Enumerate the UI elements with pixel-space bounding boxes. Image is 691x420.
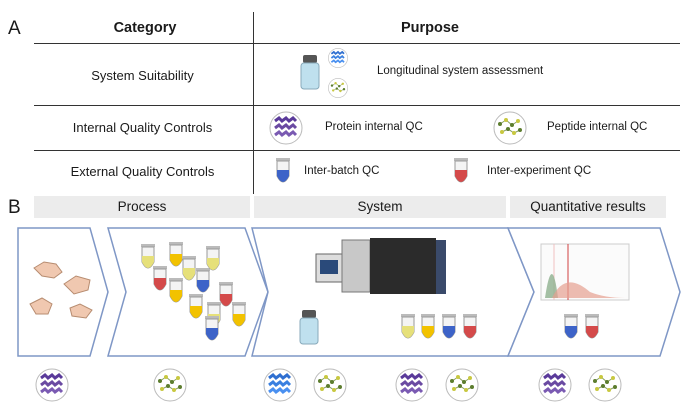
purpose-inter-batch-qc: Inter-batch QC	[304, 165, 380, 177]
purpose-peptide-internal-qc: Peptide internal QC	[547, 121, 648, 133]
result-plot-icon	[540, 243, 630, 301]
panel-b-label: B	[8, 197, 21, 218]
chevron-cells	[17, 227, 109, 357]
table-top-border	[34, 43, 680, 44]
mass-spectrometer-icon	[315, 238, 446, 294]
stage-system-header: System	[254, 196, 506, 218]
chevron-process	[107, 227, 269, 357]
table-row-divider-2	[34, 150, 680, 151]
stage-process-header: Process	[34, 196, 250, 218]
table-column-divider	[253, 12, 254, 194]
category-system-suitability: System Suitability	[91, 68, 194, 83]
table-row-divider-1	[34, 105, 680, 106]
stage-quantitative-header: Quantitative results	[510, 196, 666, 218]
category-internal-qc: Internal Quality Controls	[72, 120, 213, 135]
purpose-inter-experiment-qc: Inter-experiment QC	[487, 165, 592, 177]
category-external-qc: External Quality Controls	[70, 164, 215, 179]
cell-icons	[29, 261, 93, 319]
purpose-header: Purpose	[400, 20, 459, 36]
category-header: Category	[113, 20, 177, 36]
panel-a-label: A	[8, 18, 21, 39]
purpose-longitudinal: Longitudinal system assessment	[377, 65, 544, 77]
purpose-protein-internal-qc: Protein internal QC	[325, 121, 423, 133]
